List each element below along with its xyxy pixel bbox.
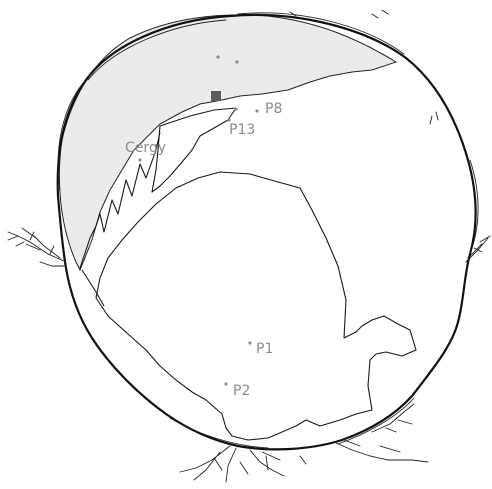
label-p13: P13 (229, 122, 255, 138)
dot-north-1 (216, 55, 219, 58)
dot-p1 (248, 341, 251, 344)
shaded-zone (59, 15, 396, 270)
dot-p8 (255, 109, 258, 112)
label-p2: P2 (233, 383, 250, 399)
label-cergy: Cergy (125, 140, 166, 156)
dot-north-2 (235, 60, 238, 63)
square-marker-icon (211, 91, 221, 101)
inner-region-boundary (96, 172, 416, 440)
dot-p2 (224, 382, 227, 385)
label-p1: P1 (256, 341, 273, 357)
label-p8: P8 (265, 101, 282, 117)
dot-near-marker (234, 107, 237, 110)
dot-cergy (138, 158, 141, 161)
